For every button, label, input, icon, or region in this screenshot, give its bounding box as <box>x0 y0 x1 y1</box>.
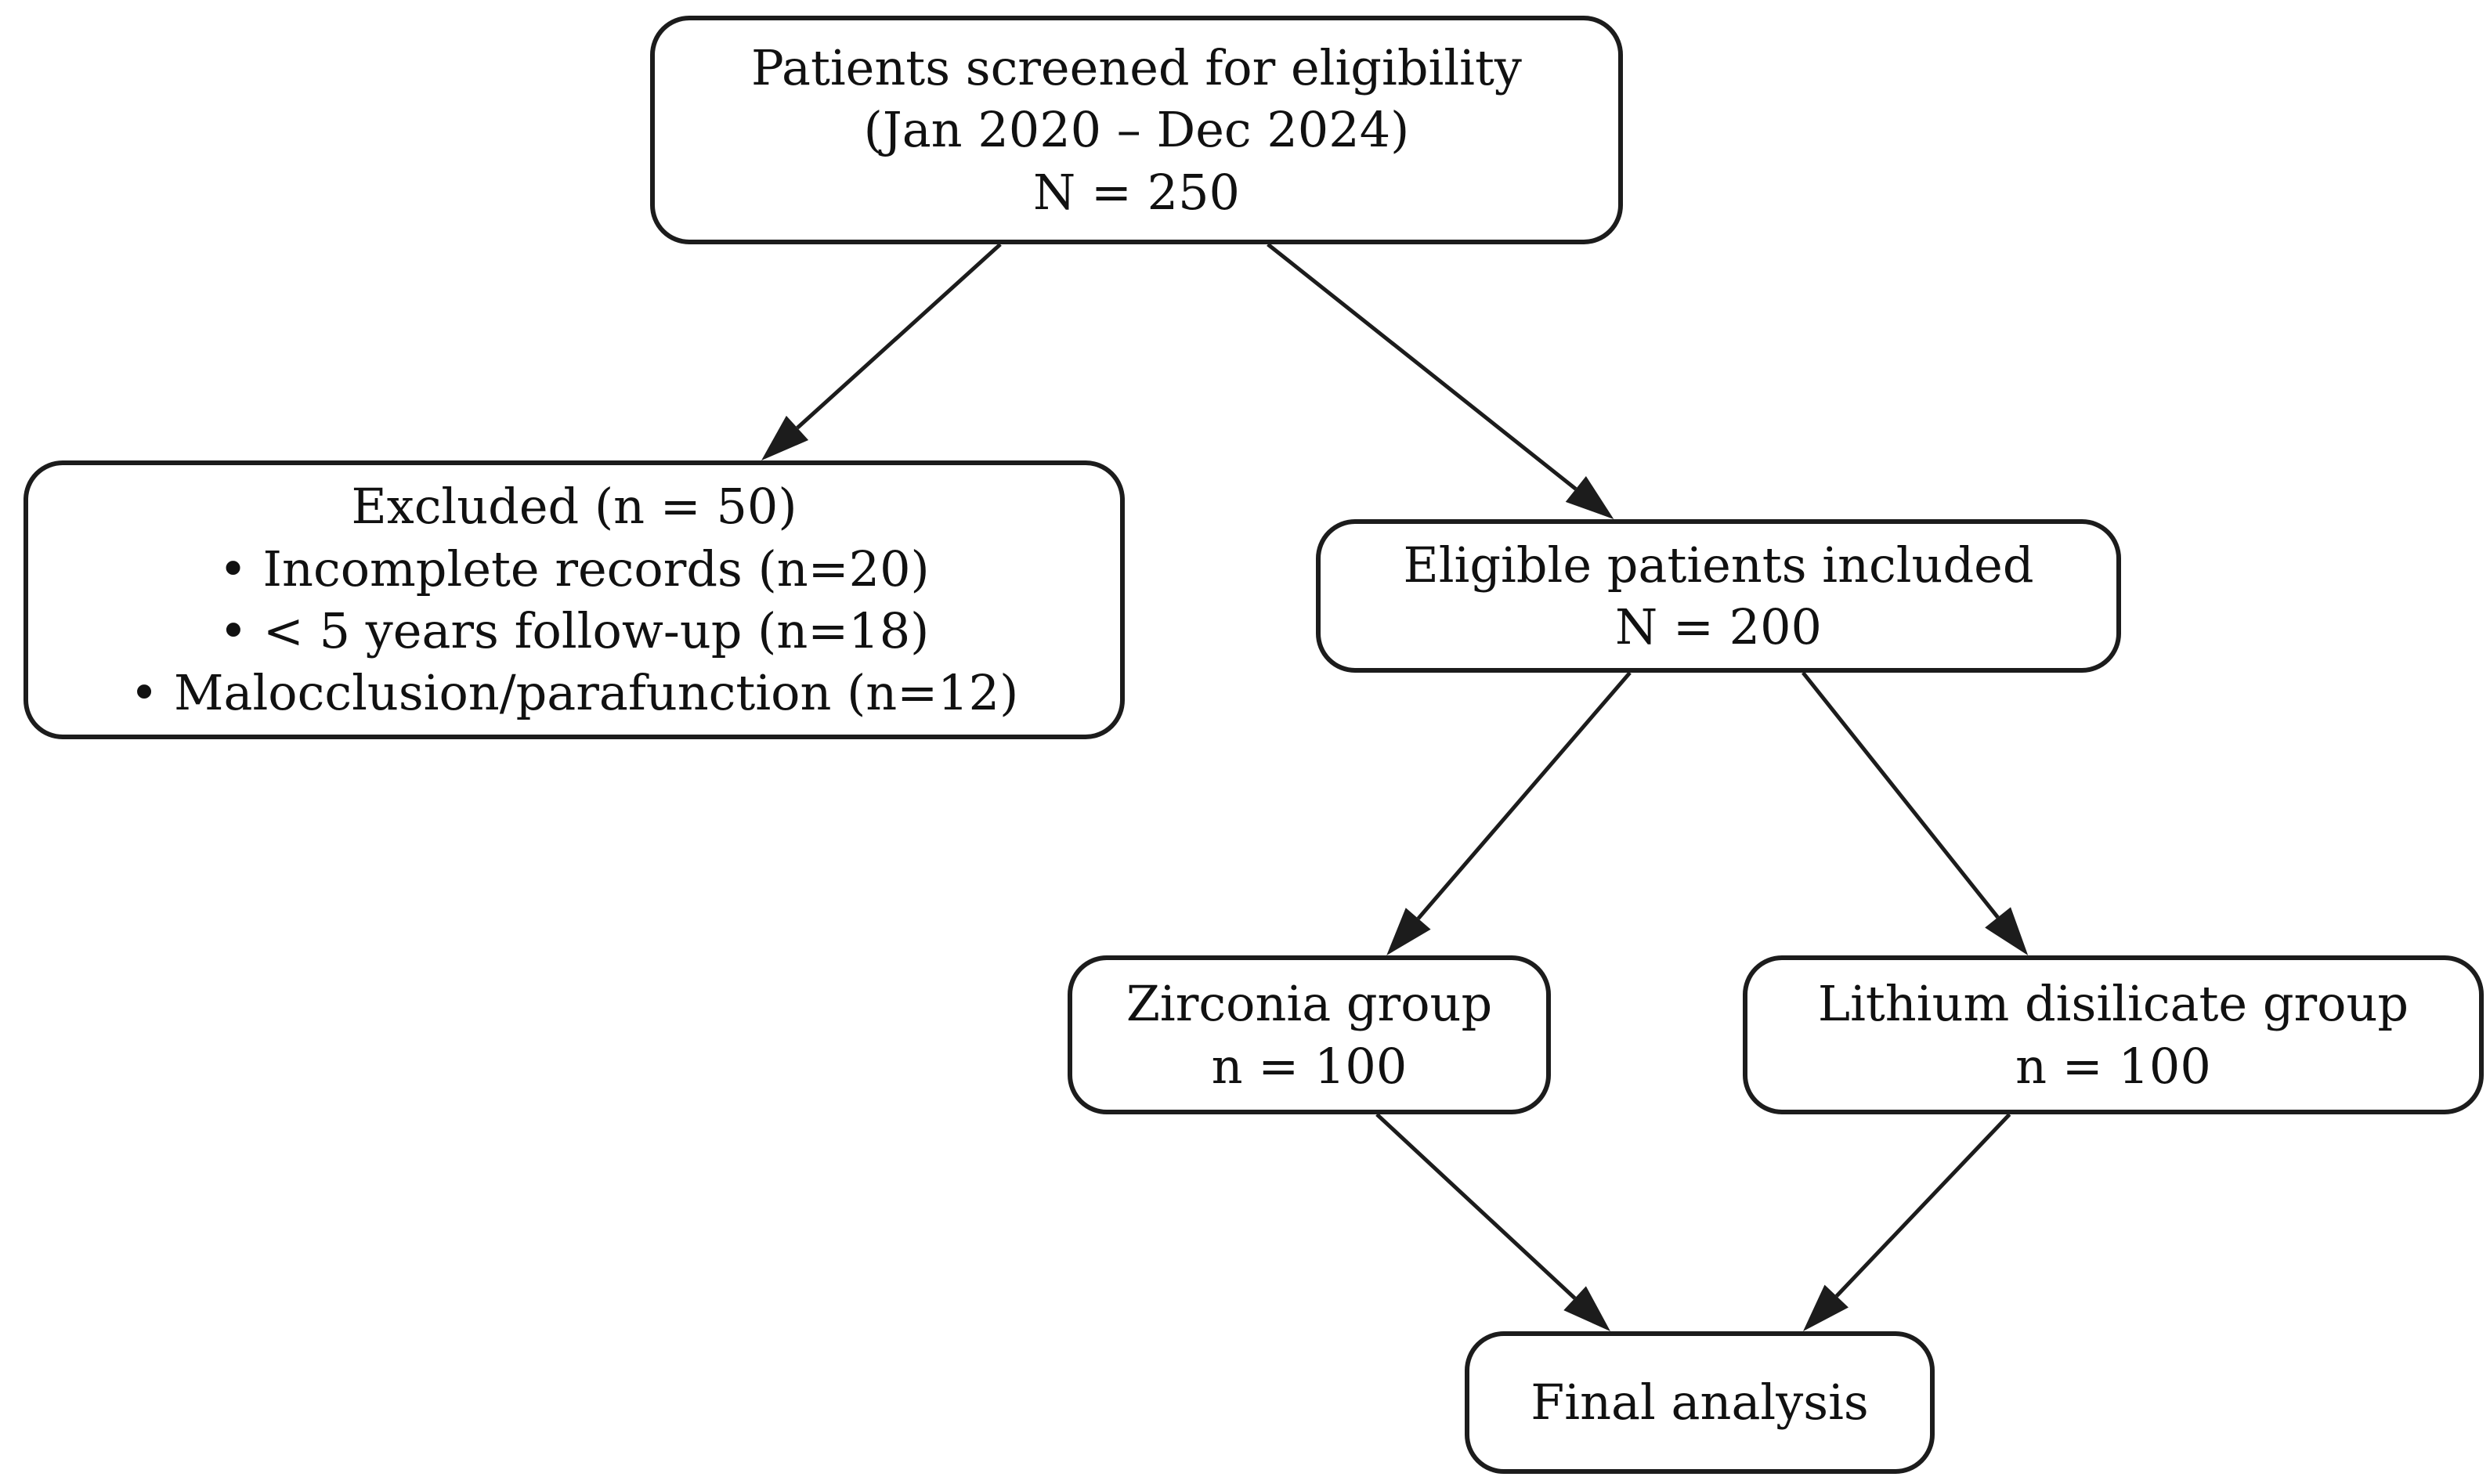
node-final-analysis: Final analysis <box>1465 1331 1935 1474</box>
node-line: Zirconia group <box>1126 975 1493 1033</box>
node-patients-screened: Patients screened for eligibility (Jan 2… <box>650 16 1623 244</box>
node-line: N = 250 <box>1033 163 1240 221</box>
node-excluded: Excluded (n = 50) • Incomplete records (… <box>23 460 1125 739</box>
node-line: Patients screened for eligibility <box>751 38 1522 96</box>
node-line: • Incomplete records (n=20) <box>219 540 930 598</box>
arrow-zirconia-to-final <box>1375 1113 1610 1331</box>
node-line: (Jan 2020 – Dec 2024) <box>863 101 1410 159</box>
arrowhead-icon <box>1563 1286 1610 1331</box>
node-line: Lithium disilicate group <box>1817 975 2409 1033</box>
node-line: • Malocclusion/parafunction (n=12) <box>129 664 1019 722</box>
arrow-screened-to-eligible <box>1267 243 1614 519</box>
arrow-eligible-to-lithium <box>1801 671 2029 955</box>
node-line: • < 5 years follow-up (n=18) <box>219 602 930 659</box>
arrowhead-icon <box>1386 908 1431 955</box>
node-eligible-patients: Eligible patients included N = 200 <box>1316 519 2121 673</box>
node-line: Final analysis <box>1531 1374 1869 1432</box>
node-zirconia-group: Zirconia group n = 100 <box>1068 955 1551 1114</box>
arrowhead-icon <box>761 415 809 460</box>
node-line: Eligible patients included <box>1403 536 2034 594</box>
node-line: n = 100 <box>1211 1037 1408 1095</box>
arrow-eligible-to-zirconia <box>1386 671 1632 955</box>
node-lithium-disilicate-group: Lithium disilicate group n = 100 <box>1743 955 2484 1114</box>
arrow-lithium-to-final <box>1803 1113 2011 1331</box>
node-line: n = 100 <box>2015 1037 2211 1095</box>
arrowhead-icon <box>1565 475 1614 519</box>
arrowhead-icon <box>1803 1284 1849 1331</box>
node-line: Excluded (n = 50) <box>351 478 797 536</box>
arrowhead-icon <box>1985 907 2029 955</box>
node-line: N = 200 <box>1615 598 1822 655</box>
arrow-screened-to-excluded <box>761 243 1002 460</box>
